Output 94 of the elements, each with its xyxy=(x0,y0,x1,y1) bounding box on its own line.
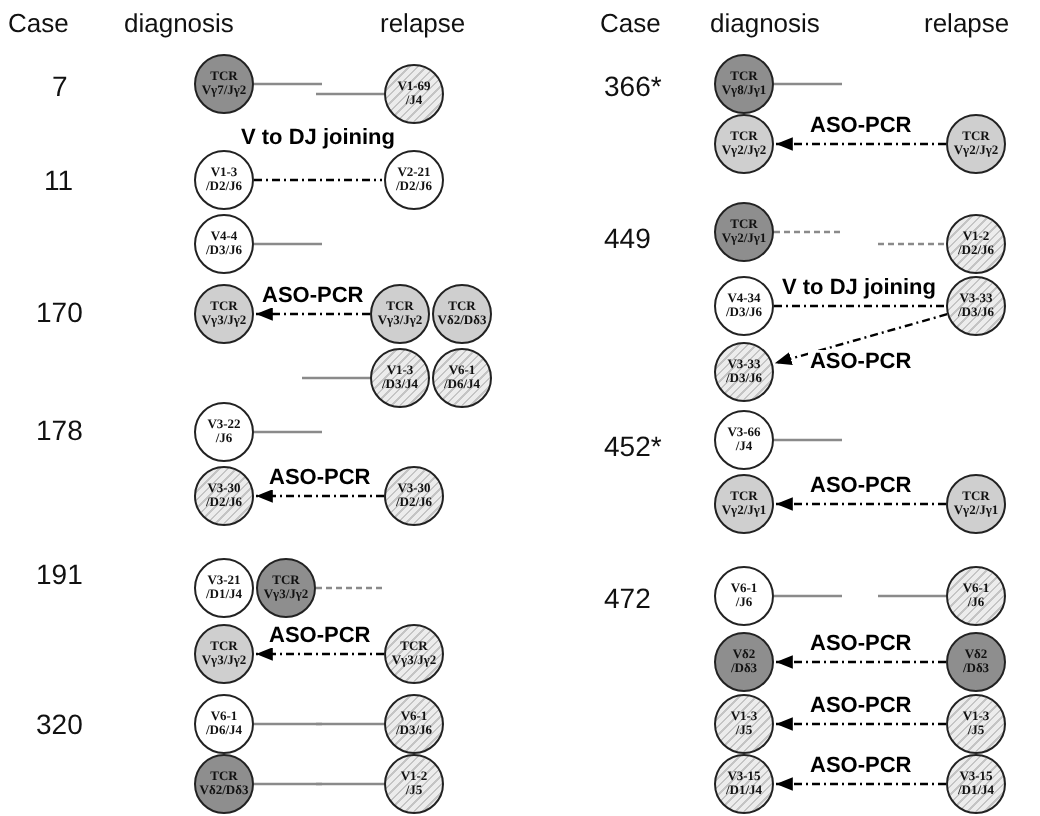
arrow xyxy=(774,313,948,366)
stub-line xyxy=(774,438,842,442)
clone-circle xyxy=(946,114,1006,174)
column-header: Case xyxy=(600,8,661,38)
clone-circle xyxy=(194,214,254,274)
clone-circle xyxy=(256,558,316,618)
case-number: 449 xyxy=(604,222,651,254)
hatched-clone-circle xyxy=(370,348,430,408)
column-header: relapse xyxy=(380,8,466,38)
clone-circle xyxy=(194,284,254,344)
clone-circle xyxy=(714,276,774,336)
stub-line xyxy=(774,82,842,86)
hatched-clone-circle xyxy=(384,466,444,526)
hatched-clone-circle xyxy=(384,64,444,124)
hatched-clone-circle xyxy=(946,694,1006,754)
arrow xyxy=(776,777,946,791)
hatched-clone-circle xyxy=(384,754,444,814)
hatched-clone-circle xyxy=(946,276,1006,336)
hatched-clone-circle xyxy=(946,214,1006,274)
stub-line xyxy=(254,782,322,786)
arrow xyxy=(776,137,946,151)
edge-label: ASO-PCR xyxy=(808,114,914,138)
clone-circle xyxy=(714,632,774,692)
edge-label: ASO-PCR xyxy=(267,624,373,648)
hatched-clone-circle xyxy=(714,754,774,814)
stub-line xyxy=(878,242,946,246)
column-header: diagnosis xyxy=(710,8,820,38)
clone-circle xyxy=(714,202,774,262)
stub-line xyxy=(254,82,322,86)
stub-line xyxy=(316,722,384,726)
stub-line xyxy=(878,594,946,598)
stub-line xyxy=(302,376,370,380)
arrow xyxy=(776,655,946,669)
clone-circle xyxy=(714,410,774,470)
clone-circle xyxy=(194,54,254,114)
edge-label: ASO-PCR xyxy=(808,632,914,656)
hatched-clone-circle xyxy=(384,694,444,754)
hatched-clone-circle xyxy=(714,342,774,402)
edge-label: ASO-PCR xyxy=(267,466,373,490)
clone-circle xyxy=(714,566,774,626)
case-number: 178 xyxy=(36,414,83,446)
stub-line xyxy=(254,430,322,434)
hatched-clone-circle xyxy=(946,754,1006,814)
edge-label: ASO-PCR xyxy=(807,350,914,375)
stub-line xyxy=(316,782,384,786)
clone-circle xyxy=(432,284,492,344)
case-number: 191 xyxy=(36,558,83,590)
clone-circle xyxy=(194,150,254,210)
arrow xyxy=(256,307,370,321)
case-number: 170 xyxy=(36,296,83,328)
case-number: 366* xyxy=(604,70,662,102)
edge-label: V to DJ joining xyxy=(239,126,397,150)
stub-line xyxy=(774,594,842,598)
hatched-clone-circle xyxy=(714,694,774,754)
stub-line xyxy=(316,92,384,96)
hatched-clone-circle xyxy=(384,624,444,684)
clone-circle xyxy=(194,558,254,618)
clone-circle xyxy=(194,402,254,462)
hatched-clone-circle xyxy=(946,566,1006,626)
case-number: 11 xyxy=(44,164,74,196)
column-header: diagnosis xyxy=(124,8,234,38)
edge-label: ASO-PCR xyxy=(808,474,914,498)
connector-line xyxy=(774,304,944,308)
hatched-clone-circle xyxy=(194,466,254,526)
column-header: Case xyxy=(8,8,69,38)
arrow xyxy=(256,647,384,661)
arrow xyxy=(776,717,946,731)
clone-circle xyxy=(370,284,430,344)
edge-label: ASO-PCR xyxy=(808,754,914,778)
stub-line xyxy=(316,586,384,590)
case-number: 7 xyxy=(52,70,68,102)
connector-line xyxy=(254,178,382,182)
clone-circle xyxy=(714,474,774,534)
clone-circle xyxy=(384,150,444,210)
arrow xyxy=(256,489,384,503)
clone-circle xyxy=(194,624,254,684)
case-number: 452* xyxy=(604,430,662,462)
edge-label: V to DJ joining xyxy=(780,276,938,300)
clone-circle xyxy=(714,114,774,174)
hatched-clone-circle xyxy=(432,348,492,408)
clone-circle xyxy=(194,694,254,754)
clone-circle xyxy=(714,54,774,114)
arrow xyxy=(776,497,946,511)
column-header: relapse xyxy=(924,8,1010,38)
case-number: 472 xyxy=(604,582,651,614)
clone-circle xyxy=(194,754,254,814)
edge-label: ASO-PCR xyxy=(260,284,366,308)
clone-circle xyxy=(946,632,1006,692)
stub-line xyxy=(254,242,322,246)
case-number: 320 xyxy=(36,708,83,740)
stub-line xyxy=(774,230,842,234)
edge-label: ASO-PCR xyxy=(808,694,914,718)
stub-line xyxy=(254,722,322,726)
clone-circle xyxy=(946,474,1006,534)
